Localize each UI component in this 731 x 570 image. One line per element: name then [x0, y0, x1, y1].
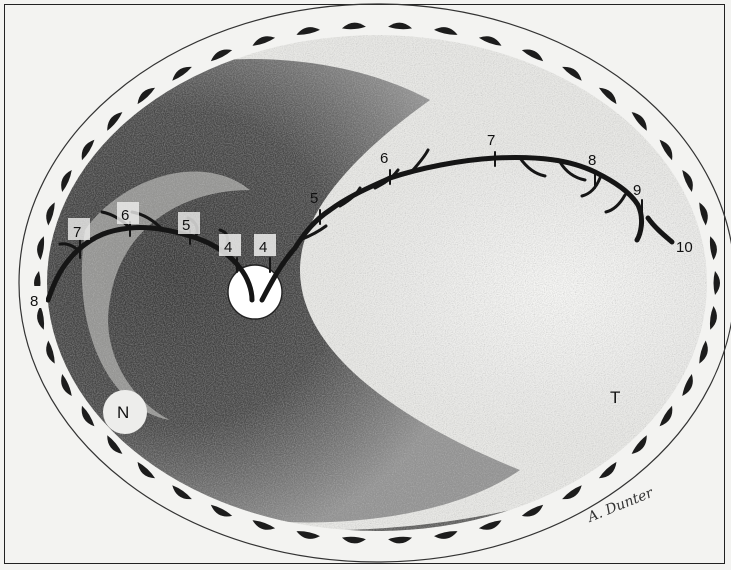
rim-tooth [682, 374, 693, 396]
rim-tooth [253, 520, 276, 530]
letter-n: N [117, 403, 129, 422]
rim-tooth [342, 23, 366, 30]
rim-tooth [522, 505, 543, 517]
rim-tooth [211, 50, 232, 62]
rim-tooth [342, 537, 366, 544]
rim-tooth [172, 485, 192, 499]
label-6-left: 6 [121, 207, 129, 224]
label-10-right: 10 [676, 239, 693, 256]
rim-tooth [434, 531, 457, 539]
rim-tooth [699, 202, 708, 225]
label-4-left: 4 [224, 239, 232, 256]
center-hole [228, 265, 282, 319]
letter-t: T [610, 388, 620, 407]
label-5-left: 5 [182, 217, 190, 234]
label-8-left: 8 [30, 293, 38, 310]
rim-tooth [660, 140, 673, 161]
rim-tooth [562, 485, 582, 499]
rim-tooth [46, 341, 55, 364]
artist-signature: A. Dunter [584, 485, 657, 527]
rim-tooth [82, 406, 95, 427]
rim-tooth [660, 406, 673, 427]
rim-tooth [61, 374, 72, 396]
rim-tooth [699, 341, 708, 364]
rim-tooth [172, 67, 192, 81]
rim-tooth [434, 27, 457, 35]
rim-tooth [388, 23, 412, 30]
rim-tooth [46, 202, 55, 225]
rim-tooth [61, 170, 72, 192]
label-7-left: 7 [73, 224, 81, 241]
label-7-right: 7 [487, 132, 495, 149]
rim-tooth [479, 520, 502, 530]
rim-tooth [562, 67, 582, 81]
rim-tooth [296, 531, 319, 539]
rim-tooth [710, 236, 717, 260]
rim-tooth [522, 50, 543, 62]
rim-tooth [296, 27, 319, 35]
label-5-right: 5 [310, 190, 318, 207]
shell-body [24, 30, 731, 560]
label-4-right: 4 [259, 239, 267, 256]
label-8-right: 8 [588, 152, 596, 169]
rim-tooth [710, 306, 717, 330]
label-6-right: 6 [380, 150, 388, 167]
rim-tooth [211, 505, 232, 517]
rim-tooth [682, 170, 693, 192]
rim-tooth [479, 36, 502, 46]
rim-tooth [82, 140, 95, 161]
label-9-right: 9 [633, 182, 641, 199]
rim-tooth [388, 537, 412, 544]
rim-tooth [253, 36, 276, 46]
rim-tooth [37, 236, 44, 260]
rim-tooth [714, 271, 721, 295]
